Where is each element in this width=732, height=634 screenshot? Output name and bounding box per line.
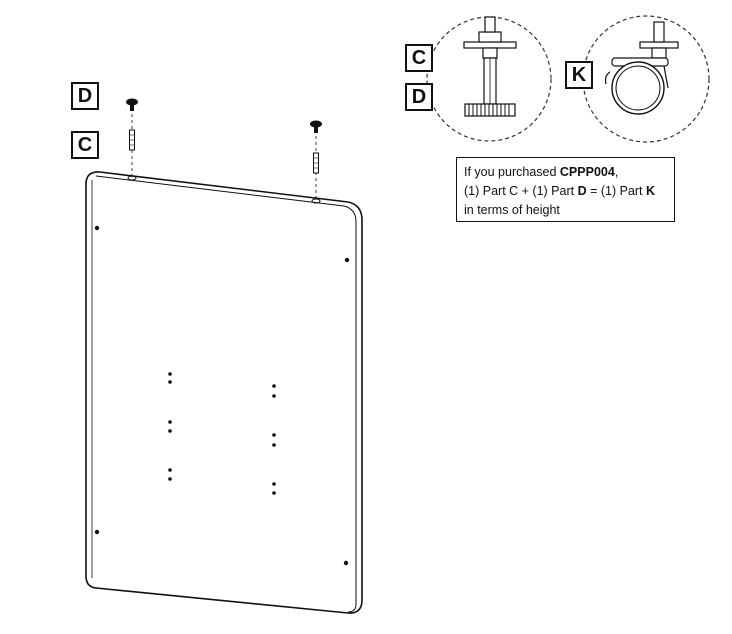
note-line-2: (1) Part C + (1) Part D = (1) Part K	[464, 182, 667, 201]
right-hardware	[310, 120, 322, 204]
part-label-d: D	[71, 82, 99, 110]
part-d-ref: D	[577, 184, 587, 198]
part-label-c: C	[71, 131, 99, 159]
detail-label-d: D	[405, 83, 433, 111]
note-text: If you purchased	[464, 165, 560, 179]
detail-leveler	[426, 16, 552, 142]
thumb-knob-icon	[126, 98, 138, 111]
threaded-post-icon	[313, 152, 319, 174]
note-text: (1) Part C + (1) Part	[464, 184, 578, 198]
detail-label-k: K	[565, 61, 593, 89]
panel	[85, 171, 363, 614]
panel-holes	[94, 225, 350, 566]
threaded-post-icon	[129, 129, 135, 151]
caster-wheel-icon	[604, 21, 679, 115]
product-code: CPPP004	[559, 165, 615, 179]
detail-label-c: C	[405, 44, 433, 72]
left-hardware	[126, 98, 138, 181]
note-text: = (1) Part	[586, 184, 647, 198]
detail-caster	[582, 15, 710, 143]
note-text: ,	[614, 165, 619, 179]
leveling-foot-icon	[463, 16, 517, 117]
note-line-3: in terms of height	[464, 203, 560, 217]
thumb-knob-icon	[310, 120, 322, 133]
purchase-note: If you purchased CPPP004, (1) Part C + (…	[456, 157, 675, 222]
part-k-ref: K	[646, 184, 656, 198]
note-line-1: If you purchased CPPP004,	[464, 163, 667, 182]
